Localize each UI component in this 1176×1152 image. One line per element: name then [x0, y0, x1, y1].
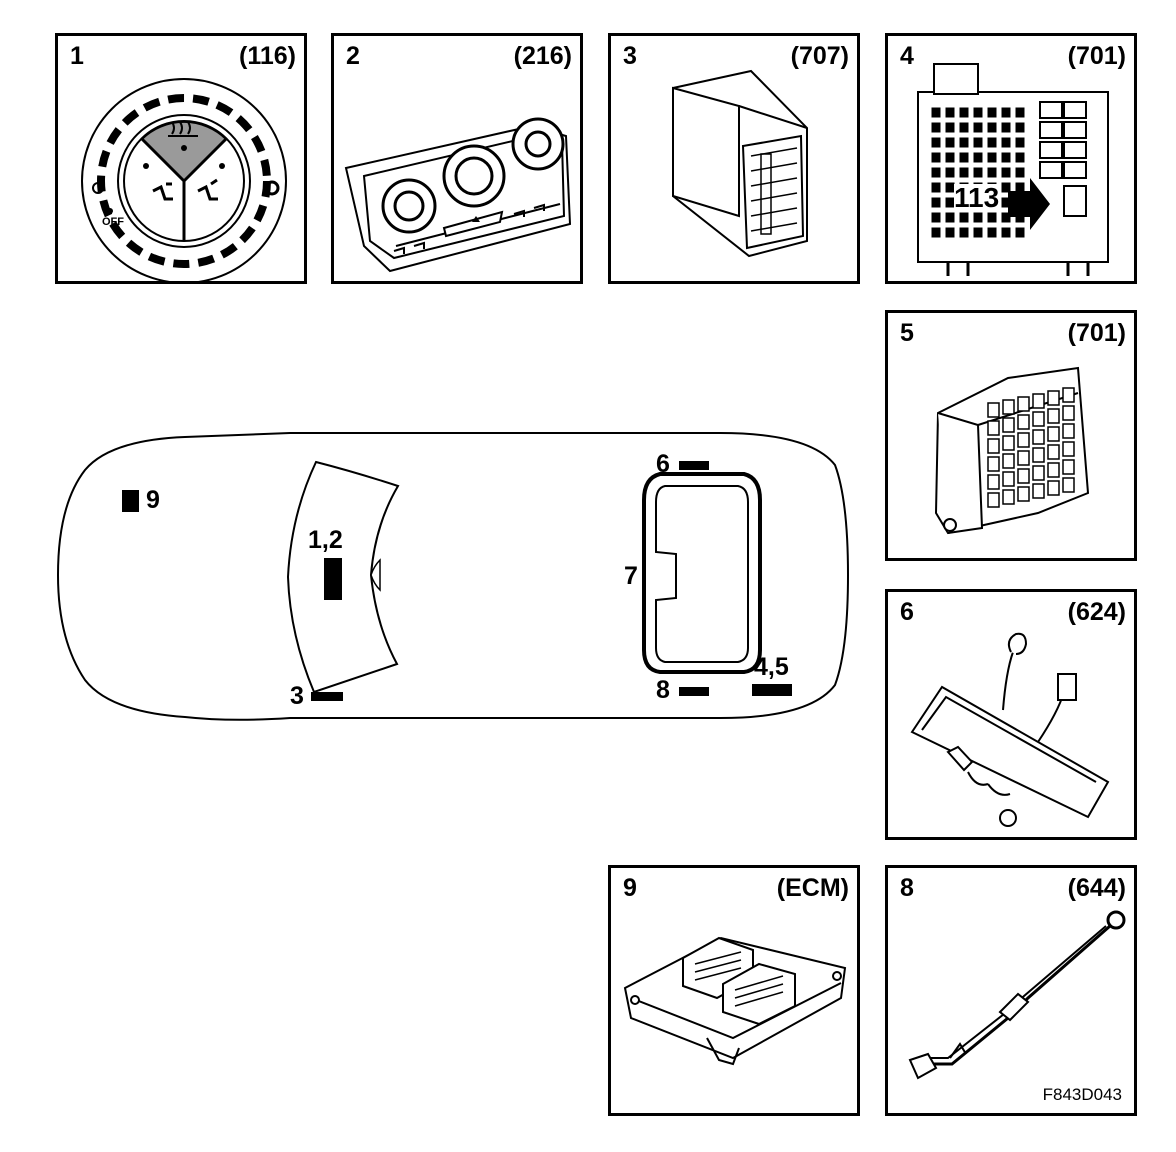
panel-code: (624): [1067, 598, 1126, 626]
panel-number: 3: [623, 42, 637, 70]
location-marker-4-5: [752, 684, 792, 696]
figure-code: F843D043: [1042, 1085, 1122, 1104]
panel-code: (707): [790, 42, 849, 70]
panel-number: 9: [623, 874, 637, 902]
panel-code: (701): [1067, 319, 1126, 347]
climate-control-panel-icon: [344, 117, 572, 273]
car-label-6: 6: [656, 450, 670, 478]
fuse-box-icon: [917, 63, 1109, 276]
sensor-harness-icon: [910, 632, 1110, 827]
car-label-9: 9: [146, 486, 160, 514]
ground-cable-icon: [908, 910, 1126, 1080]
component-panel-4: 4 (701) 113: [885, 33, 1137, 284]
car-label-1-2: 1,2: [308, 526, 343, 554]
location-marker-9: [122, 490, 139, 512]
panel-number: 2: [346, 42, 360, 70]
panel-number: 1: [70, 42, 84, 70]
control-module-icon: [672, 69, 808, 258]
dashboard-outline: [286, 460, 400, 694]
component-panel-1: 1 (116) OFF: [55, 33, 307, 284]
component-panel-9: 9 (ECM): [608, 865, 860, 1116]
location-marker-8: [679, 687, 709, 696]
panel-number: 5: [900, 319, 914, 347]
component-panel-3: 3 (707): [608, 33, 860, 284]
car-label-8: 8: [656, 676, 670, 704]
location-marker-1-2: [324, 558, 342, 600]
component-panel-5: 5 (701): [885, 310, 1137, 561]
relay-junction-box-icon: [934, 366, 1090, 535]
climate-control-knob-icon: [81, 78, 287, 281]
panel-code: (116): [239, 42, 296, 70]
component-panel-8: 8 (644) F843D043: [885, 865, 1137, 1116]
panel-code: (644): [1067, 874, 1126, 902]
panel-code: (701): [1067, 42, 1126, 70]
location-marker-3: [311, 692, 343, 701]
panel-number: 4: [900, 42, 914, 70]
panel-number: 6: [900, 598, 914, 626]
ecm-module-icon: [623, 936, 847, 1066]
component-panel-6: 6 (624): [885, 589, 1137, 840]
car-label-3: 3: [290, 682, 304, 710]
car-label-7: 7: [624, 562, 638, 590]
car-label-4-5: 4,5: [754, 653, 789, 681]
location-marker-6: [679, 461, 709, 470]
panel-code: (ECM): [776, 874, 849, 902]
component-panel-2: 2 (216): [331, 33, 583, 284]
fuse-position-label: 113: [954, 182, 1000, 213]
off-label: OFF: [102, 216, 124, 228]
panel-code: (216): [513, 42, 572, 70]
panel-number: 8: [900, 874, 914, 902]
